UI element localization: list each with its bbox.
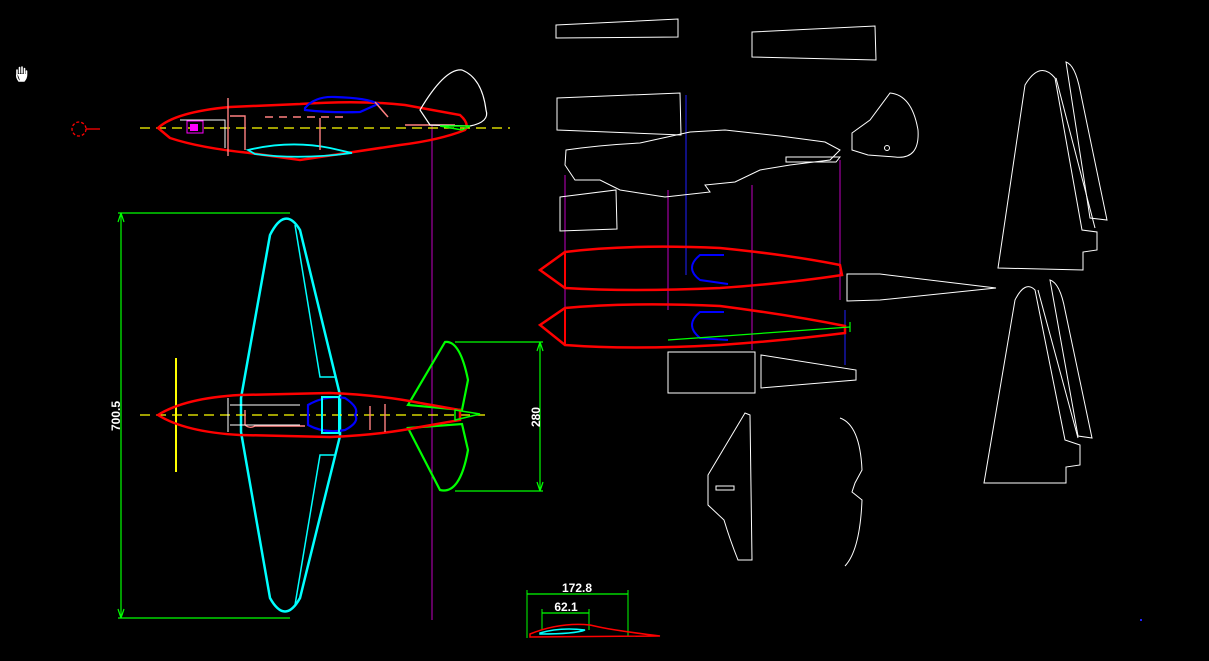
- fuselage-section-lower: [537, 303, 847, 349]
- part-wing-bottom: [983, 286, 1081, 484]
- side-view-fin: [419, 69, 488, 127]
- part-stabilizer-left: [707, 412, 753, 561]
- side-view-wing-root: [245, 143, 353, 158]
- part-panel-4: [760, 354, 857, 389]
- canopy-section-upper: [691, 254, 729, 285]
- side-view-engine-block: [186, 120, 204, 134]
- wingspan-label: 700.5: [109, 401, 123, 431]
- part-strip-1: [555, 18, 679, 39]
- part-strip-2: [751, 25, 877, 61]
- tail-span-label: 280: [529, 407, 543, 427]
- vertical-guide-lines: [431, 125, 841, 620]
- side-view-canopy: [303, 95, 381, 114]
- parts-layout: [555, 18, 1108, 567]
- wingspan-dimension: [117, 212, 290, 619]
- top-view-stabilizer-right: [406, 422, 470, 492]
- blue-guide-lines: [685, 95, 846, 365]
- part-panel-1: [556, 92, 682, 136]
- part-spinner-strip: [846, 273, 997, 302]
- part-stabilizer-right: [839, 417, 863, 567]
- top-view-canopy: [306, 396, 358, 433]
- side-view-engine-marker: [190, 124, 198, 131]
- root-chord-label: 172.8: [562, 581, 592, 595]
- part-fuselage-side: [564, 129, 841, 198]
- top-view-stabilizer-left: [406, 340, 470, 412]
- hand-pan-icon[interactable]: [15, 66, 28, 82]
- fuselage-section-upper: [537, 245, 844, 292]
- side-view-fuselage: [71, 69, 510, 162]
- part-panel-3: [667, 351, 756, 394]
- fuselage-sections: [537, 245, 851, 349]
- tail-span-dimension: [455, 341, 544, 492]
- part-wing-top: [997, 70, 1098, 271]
- top-view-fuselage: [155, 391, 462, 439]
- part-panel-2: [559, 189, 618, 232]
- airfoil-section: [526, 590, 661, 638]
- propeller-hub-icon: [71, 121, 100, 137]
- airfoil-thickness-label: 62.1: [554, 600, 578, 614]
- top-view-aircraft: [140, 217, 485, 613]
- origin-marker: [1140, 619, 1142, 621]
- part-fin: [851, 92, 919, 158]
